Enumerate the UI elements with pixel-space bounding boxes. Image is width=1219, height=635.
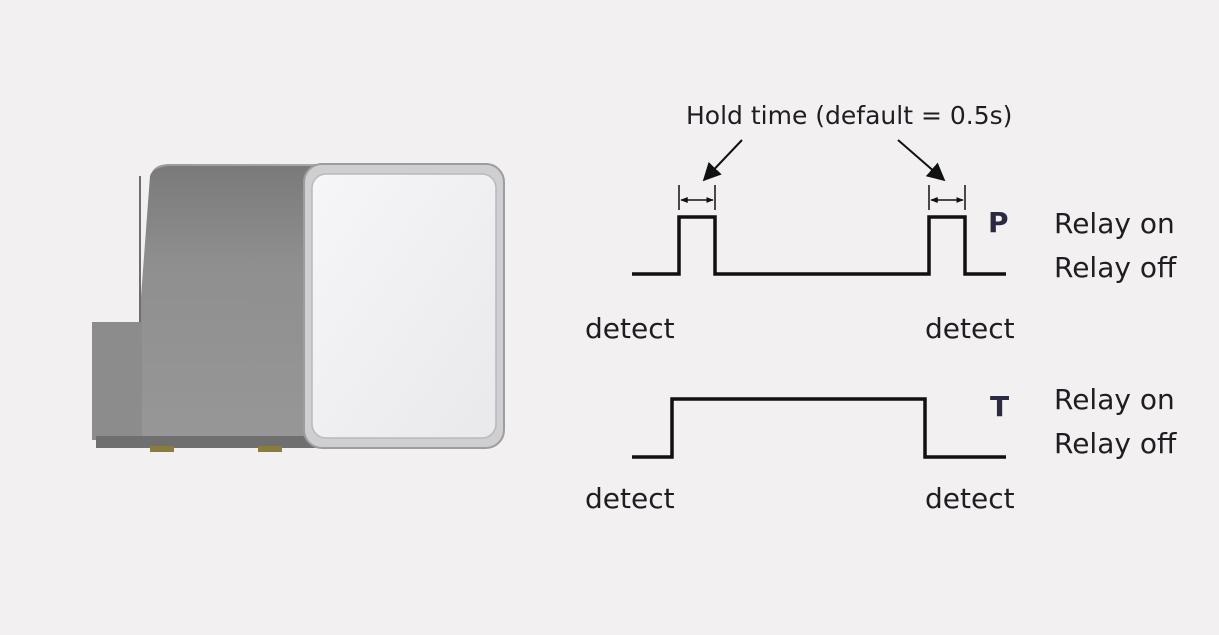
hold-time-bracket-right	[928, 185, 966, 210]
t-mode-diagram: T Relay on Relay off detect detect	[585, 383, 1177, 515]
p-mode-waveform	[632, 215, 1006, 276]
p-mode-detect-left: detect	[585, 312, 675, 345]
p-mode-diagram: P Relay on Relay off detect detect	[585, 206, 1177, 345]
p-mode-relay-off: Relay off	[1054, 251, 1177, 284]
device-side-body	[94, 166, 320, 446]
hold-time-arrow-right	[897, 139, 946, 182]
t-mode-waveform	[632, 397, 1006, 459]
sensor-device-image	[92, 163, 505, 452]
t-mode-relay-on: Relay on	[1054, 383, 1175, 416]
p-mode-detect-right: detect	[925, 312, 1015, 345]
t-mode-detect-right: detect	[925, 482, 1015, 515]
p-mode-letter: P	[988, 206, 1009, 239]
t-mode-detect-left: detect	[585, 482, 675, 515]
device-bottom-strip	[96, 436, 316, 448]
hold-time-label: Hold time (default = 0.5s)	[686, 101, 1012, 130]
hold-time-annotation: Hold time (default = 0.5s)	[678, 101, 1012, 210]
hold-time-arrow-left	[702, 139, 743, 182]
t-mode-letter: T	[990, 390, 1009, 423]
hold-time-bracket-left	[678, 185, 716, 210]
device-step	[92, 322, 142, 440]
p-mode-relay-on: Relay on	[1054, 207, 1175, 240]
device-front-panel	[311, 173, 497, 439]
t-mode-relay-off: Relay off	[1054, 427, 1177, 460]
